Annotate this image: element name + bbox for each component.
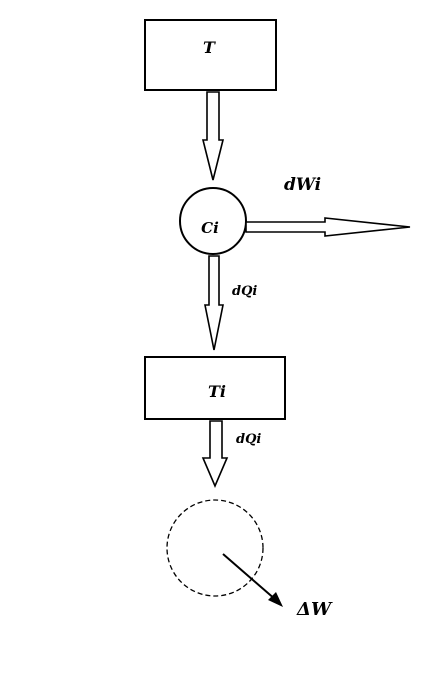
label-output-delta-w: ΔW [296,599,333,620]
reservoir-label-t: T [203,38,216,57]
working-body-node-ci: Ci [179,187,247,255]
arrow-output-delta-w [222,553,283,607]
arrow-ti-down [201,420,229,489]
reservoir-box-t: T [144,19,277,91]
reservoir-box-ti: Ti [144,356,286,420]
arrow-work-dwi [245,217,411,237]
environment-dashed-circle [166,499,264,597]
label-heat-dqi-2: dQi [236,432,261,447]
arrow-ci-to-ti [204,255,224,351]
label-heat-dqi-1: dQi [232,284,257,299]
label-work-dwi: dWi [284,175,321,195]
reservoir-label-ti: Ti [208,382,226,401]
node-label-ci: Ci [201,219,219,237]
arrow-t-to-ci [201,91,225,181]
